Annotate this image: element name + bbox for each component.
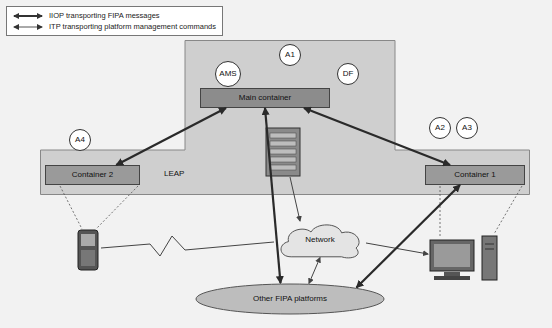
leader-line (60, 186, 82, 229)
message-link (116, 108, 226, 165)
message-link (265, 108, 281, 283)
node-label: Other FIPA platforms (253, 294, 327, 304)
platform-ellipse: Other FIPA platforms (195, 283, 385, 315)
legend-box: IIOP transporting FIPA messages ITP tran… (6, 6, 223, 36)
container-box: Main container (200, 88, 330, 108)
legend-text: IIOP transporting FIPA messages (49, 11, 160, 20)
network-link (309, 258, 320, 284)
leader-line (494, 186, 522, 234)
agent-circle: A2 (429, 117, 451, 139)
node-label: Main container (239, 93, 291, 103)
agent-circle: DF (337, 63, 359, 85)
phone-icon (78, 230, 98, 270)
agent-label: A2 (435, 123, 445, 133)
legend-line-sample (11, 23, 45, 31)
message-link (357, 185, 461, 288)
container-box: Container 1 (425, 165, 525, 185)
legend-row: IIOP transporting FIPA messages (11, 10, 216, 21)
legend-line-sample (11, 12, 45, 20)
network-cloud: Network (275, 220, 365, 260)
node-label: Container 1 (454, 170, 495, 180)
agent-circle: AMS (215, 61, 241, 87)
cloud-outline (281, 225, 359, 258)
node-label: Network (305, 235, 334, 245)
leader-line (96, 186, 138, 229)
legend-text: ITP transporting platform management com… (49, 22, 216, 31)
computer-icon (430, 236, 497, 280)
agent-label: AMS (219, 69, 236, 79)
node-label: Container 2 (72, 170, 113, 180)
agent-circle: A3 (456, 117, 478, 139)
agent-label: A4 (75, 135, 85, 145)
wire (290, 177, 300, 221)
agent-circle: A1 (279, 44, 301, 66)
agent-label: DF (343, 69, 354, 79)
agent-label: A1 (285, 50, 295, 60)
node-label: LEAP (164, 169, 184, 178)
platform-outline (41, 41, 530, 195)
ellipse-outline (196, 284, 384, 314)
agent-circle: A4 (69, 129, 91, 151)
container-box: Container 2 (45, 165, 140, 185)
legend-row: ITP transporting platform management com… (11, 21, 216, 32)
agent-label: A3 (462, 123, 472, 133)
wireless-link (101, 236, 274, 256)
leader-line (440, 186, 441, 238)
message-link (304, 108, 450, 165)
